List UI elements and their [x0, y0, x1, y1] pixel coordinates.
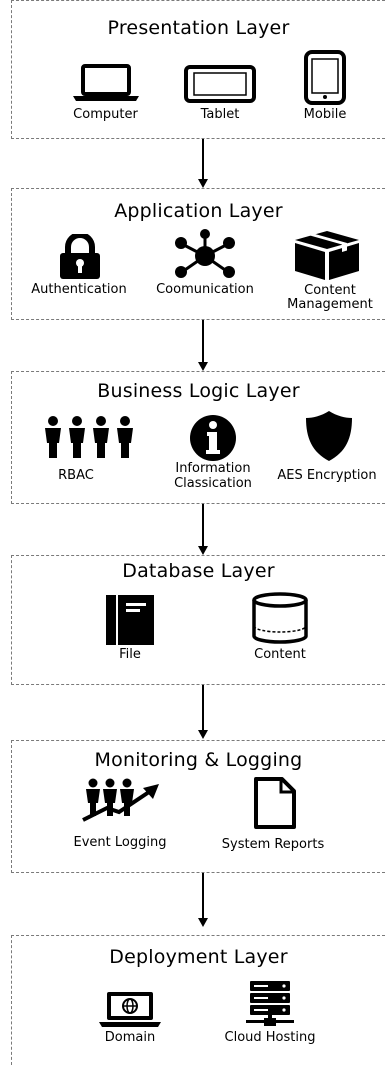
item-label: System Reports [221, 837, 325, 852]
item-label: Content [254, 647, 306, 662]
flow-arrow-head [198, 546, 208, 555]
shield-icon [306, 411, 352, 461]
people-group-icon [45, 416, 133, 458]
layer-title: Application Layer [114, 200, 283, 222]
item-label: Tablet [200, 107, 240, 122]
rbac-item [38, 415, 142, 459]
server-icon [246, 981, 294, 1026]
authentication-item [25, 234, 135, 280]
laptop-icon [72, 64, 139, 101]
item-label: File [119, 647, 141, 662]
deployment-layer: Deployment Layer [11, 935, 385, 1065]
presentation-layer: Presentation Layer [11, 0, 385, 139]
database-icon [252, 592, 308, 644]
item-label: Coomunication [156, 282, 254, 297]
system-reports-item [240, 776, 310, 830]
item-label: Computer [73, 107, 138, 122]
document-icon [254, 777, 296, 829]
flow-arrow-line [202, 320, 204, 362]
item-label-line2: Management [287, 297, 373, 312]
business-logic-layer: Business Logic Layer [11, 371, 385, 504]
flow-arrow-head [198, 918, 208, 927]
monitoring-logging-layer: Monitoring & Logging [11, 740, 385, 873]
flow-arrow-head [198, 730, 208, 739]
layer-title: Monitoring & Logging [94, 749, 303, 771]
info-icon [190, 415, 236, 461]
item-label: Content [304, 283, 356, 298]
people-trend-icon [82, 778, 159, 822]
mobile-item [290, 50, 360, 105]
computer-item [63, 63, 148, 103]
item-label: RBAC [58, 468, 94, 483]
domain-item [95, 990, 165, 1028]
book-icon [106, 595, 154, 645]
layer-title: Business Logic Layer [97, 380, 300, 402]
aes-encryption-item [298, 410, 360, 462]
item-label: AES Encryption [277, 468, 377, 483]
item-label: Event Logging [73, 835, 167, 850]
flow-arrow-head [198, 179, 208, 188]
information-classification-item [178, 414, 248, 462]
item-label: Information [175, 461, 251, 476]
file-item [100, 594, 160, 646]
event-logging-item [78, 778, 168, 822]
content-management-item [290, 229, 364, 281]
item-label: Domain [104, 1030, 156, 1045]
content-item [240, 592, 320, 644]
flow-arrow-line [202, 504, 204, 546]
item-label: Authentication [31, 282, 127, 297]
tablet-item [180, 64, 260, 104]
item-label-line2: Classication [174, 476, 252, 491]
box-icon [295, 231, 359, 280]
layer-title: Presentation Layer [107, 17, 290, 39]
tablet-icon [184, 65, 256, 103]
cloud-hosting-item [240, 980, 300, 1028]
lock-icon [60, 234, 100, 279]
application-layer: Application Layer [11, 188, 385, 320]
layer-title: Database Layer [122, 560, 275, 582]
database-layer: Database Layer [11, 555, 385, 685]
item-label: Mobile [303, 107, 347, 122]
mobile-icon [304, 50, 346, 105]
flow-arrow-line [202, 685, 204, 730]
flow-arrow-line [202, 139, 204, 179]
item-label: Cloud Hosting [224, 1030, 316, 1045]
communication-item [160, 228, 250, 280]
layer-title: Deployment Layer [109, 946, 288, 968]
globe-laptop-icon [99, 992, 161, 1027]
flow-arrow-line [202, 873, 204, 918]
flow-arrow-head [198, 362, 208, 371]
network-hub-icon [175, 229, 235, 278]
